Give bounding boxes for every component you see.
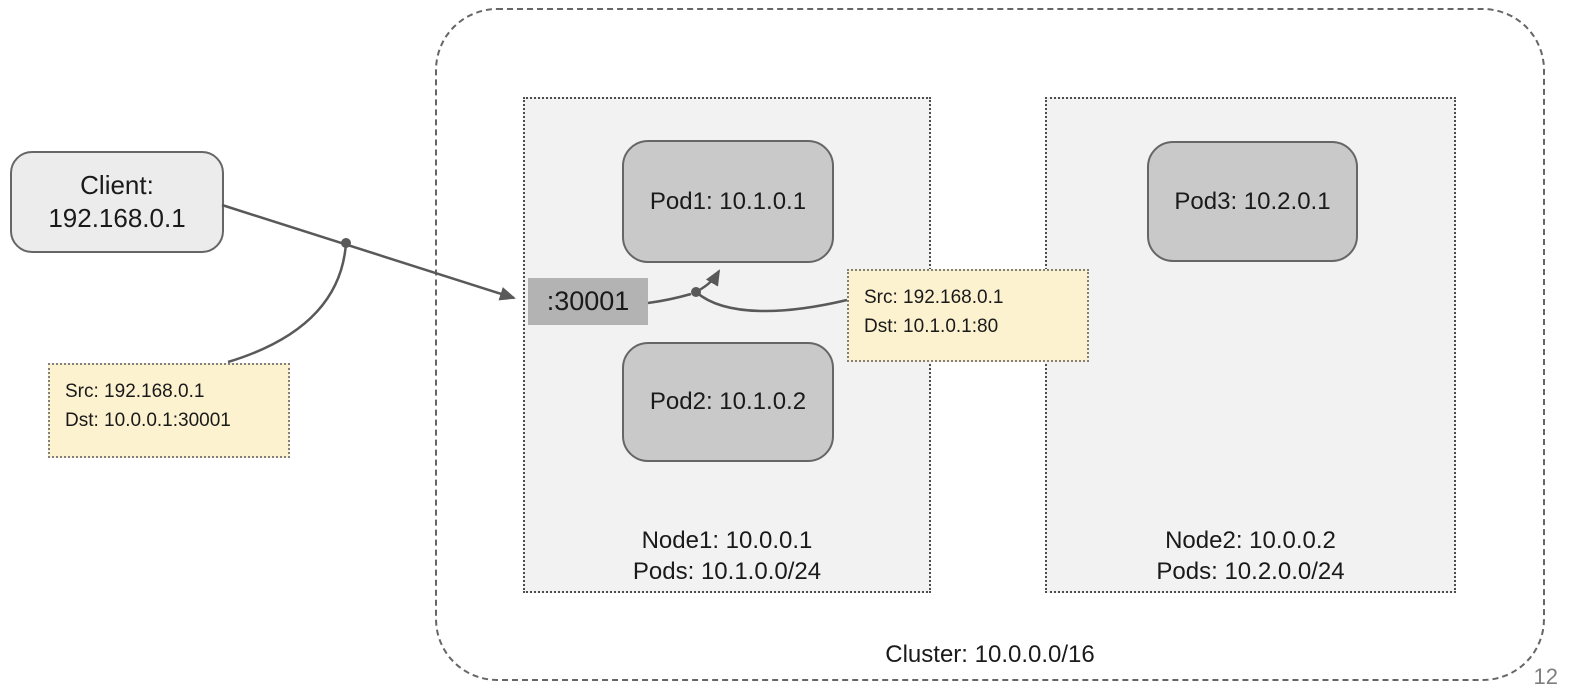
node1-label: Node1: 10.0.0.1 Pods: 10.1.0.0/24 [525, 525, 929, 587]
node2-name: Node2: 10.0.0.2 [1165, 527, 1336, 554]
nodeport-tag: :30001 [528, 278, 648, 325]
junction-dot-client-wire [341, 238, 351, 248]
node2-label: Node2: 10.0.0.2 Pods: 10.2.0.0/24 [1047, 525, 1454, 587]
node2-pod-cidr: Pods: 10.2.0.0/24 [1156, 558, 1345, 585]
packet-note-src: Src: 192.168.0.1 [864, 287, 1004, 308]
pod2-label: Pod2: 10.1.0.2 [649, 388, 807, 415]
pod1-label: Pod1: 10.1.0.1 [649, 187, 807, 215]
pod3-box: Pod3: 10.2.0.1 [1147, 141, 1358, 262]
pod3-label: Pod3: 10.2.0.1 [1174, 187, 1331, 215]
cluster-label: Cluster: 10.0.0.0/16 [885, 641, 1095, 668]
packet-note-to-pod: Src: 192.168.0.1 Dst: 10.1.0.1:80 [847, 269, 1089, 362]
node1-pod-cidr: Pods: 10.1.0.0/24 [632, 558, 822, 585]
pod2-box: Pod2: 10.1.0.2 [622, 342, 834, 462]
pod1-box: Pod1: 10.1.0.1 [622, 140, 834, 263]
packet-note-dst: Dst: 10.1.0.1:80 [864, 316, 999, 337]
page-number: 12 [1533, 664, 1558, 689]
node1-name: Node1: 10.0.0.1 [641, 527, 813, 554]
client-ip: 192.168.0.1 [48, 203, 186, 233]
client-title: Client: [80, 170, 154, 200]
packet-note-to-node: Src: 192.168.0.1 Dst: 10.0.0.1:30001 [48, 363, 290, 458]
packet-note-dst: Dst: 10.0.0.1:30001 [65, 410, 231, 431]
packet-note-src: Src: 192.168.0.1 [65, 381, 205, 402]
wire-junction-to-left-note [227, 242, 348, 364]
client-box: Client: 192.168.0.1 [10, 151, 224, 253]
